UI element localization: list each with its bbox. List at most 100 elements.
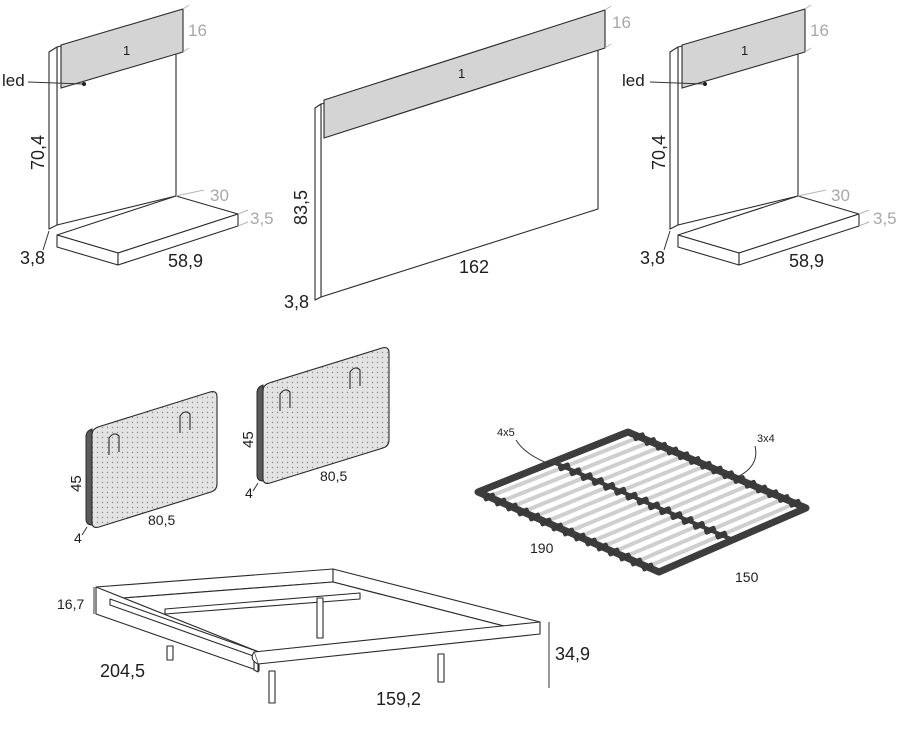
bed-frame-width: 159,2 [376,689,421,709]
slatted-base-leader-outer [515,439,553,466]
nightstand-right-thickness: 3,8 [640,248,665,268]
nightstand-right-dim-line-depth [797,189,827,197]
cushion-left-hook-1 [108,433,120,455]
slat-holder [647,501,661,511]
nightstand-left-width: 58,9 [168,251,203,271]
bed-frame-front-rail-cap [251,651,259,665]
cushion-right-width: 80,5 [320,468,347,484]
slat-holder [607,547,620,557]
cushion-right: 45 4 80,5 [240,347,390,501]
bed-frame-leg-back-left [166,645,174,661]
nightstand-left-shelf-thickness: 3,5 [250,209,274,228]
bed-frame-total-height: 34,9 [555,644,590,664]
headboard-height: 83,5 [291,190,311,225]
cushion-right-height: 45 [240,431,257,448]
cushion-right-face [262,347,390,484]
slat-holder [722,470,735,480]
bed-frame-leg-front-left [268,670,276,704]
slat-holder [733,475,746,484]
slat-holder [596,542,609,552]
cushion-left-width: 80,5 [148,512,175,528]
nightstand-right-panel-label: 1 [741,43,748,58]
headboard-dim-line-panel-bottom [604,43,612,49]
nightstand-left: 1 led 16 30 3,5 3,8 58,9 70,4 [2,4,274,271]
slat-holder [644,437,657,446]
slat-holder [703,525,717,535]
headboard-width: 162 [459,257,489,277]
cushion-left-hook-2 [179,411,191,433]
nightstand-left-dim-line-shelf-top [237,209,249,215]
nightstand-left-shelf-depth: 30 [210,186,229,205]
slat-holder [614,486,627,496]
nightstand-right-dim-line-panel-bottom [804,47,812,53]
nightstand-right-panel-height: 16 [810,21,829,40]
nightstand-right-led-dot [703,82,707,86]
nightstand-right-led-label: led [622,71,645,90]
nightstand-left-thickness: 3,8 [20,248,45,268]
slat-holder [618,552,632,562]
slatted-base-width: 150 [735,569,759,585]
slat-holder [788,498,801,508]
nightstand-left-back-edge [48,46,58,230]
slatted-base: 4x5 3x4 190 150 [474,427,810,585]
headboard-panel-height: 16 [612,13,631,32]
nightstand-left-dim-line-depth [175,189,205,197]
slat-holder [580,472,593,482]
nightstand-left-dim-line-panel-bottom [182,47,190,53]
nightstand-left-dim-line-panel [182,4,190,10]
slat-holder [603,481,616,491]
slat-holder [677,451,690,461]
cushion-right-edge [256,384,264,482]
slat-holder [641,562,654,572]
slat-holder [744,479,757,489]
nightstand-right-dim-line-panel-top [804,4,812,10]
slat-holder [681,516,694,525]
slat-holder [692,520,705,530]
slat-holder [715,530,728,540]
slat-holder [699,460,712,470]
slat-holder [539,517,552,527]
bed-frame-side-height: 16,7 [57,596,84,612]
nightstand-left-led-dot [82,82,86,86]
cushion-right-dim-line-thickness [252,482,259,492]
cushion-left: 45 4 80,5 [68,391,218,546]
slatted-base-length: 190 [530,540,554,556]
slat-holder [659,506,672,516]
headboard: 1 16 83,5 3,8 162 [284,5,631,312]
nightstand-right-dim-line-shelf-bottom [858,221,870,227]
nightstand-right-back-edge [669,46,679,230]
nightstand-right-shelf-depth: 30 [831,186,850,205]
nightstand-right-width: 58,9 [789,251,824,271]
nightstand-right-led-leader [649,81,705,85]
cushion-left-thickness: 4 [74,530,82,546]
nightstand-right-shelf-thickness: 3,5 [873,209,897,228]
cushion-left-dim-line-thickness [81,526,88,536]
slatted-base-slats [483,432,801,572]
headboard-dim-line-panel-top [604,5,612,11]
slat-holder [710,465,724,475]
slat-holder [666,446,679,456]
headboard-side-edge [314,103,322,301]
nightstand-left-led-leader [27,81,84,85]
slatted-base-tube-inner: 3x4 [757,433,775,445]
slat-holder [569,467,582,477]
bed-frame: 16,7 34,9 204,5 159,2 [57,568,590,709]
bed-frame-length: 204,5 [100,661,145,681]
cushion-left-face [91,391,218,528]
slat-holder [562,527,575,537]
slat-holder [573,532,586,542]
slat-holder [670,511,683,521]
nightstand-left-height: 70,4 [28,135,48,170]
slat-holder [494,497,507,507]
slat-holder [755,484,768,494]
slat-holder [688,456,701,465]
slat-holder [551,522,564,532]
slat-holder [766,489,779,499]
bed-frame-center-leg [316,597,324,639]
nightstand-right-dim-line-thickness [663,230,671,251]
slat-holder [636,496,649,506]
slat-holder [505,502,519,512]
slat-holder [777,494,790,503]
nightstand-right: 1 led 16 30 3,5 3,8 58,9 70,4 [622,4,897,271]
